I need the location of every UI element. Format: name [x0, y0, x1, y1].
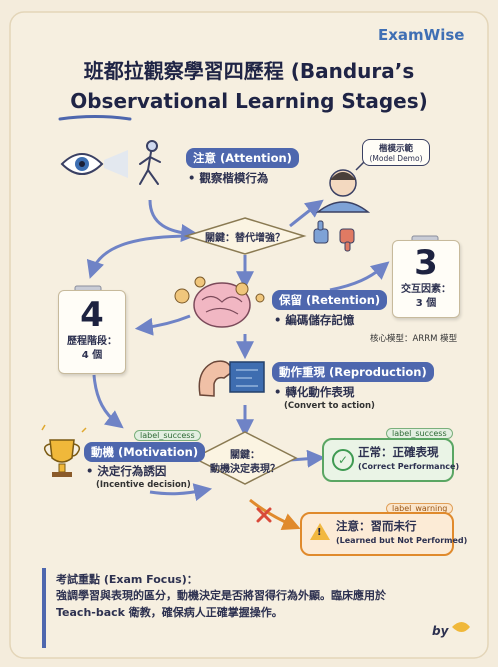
motivation-tag: label_success	[134, 430, 201, 441]
warning-triangle-icon	[310, 523, 330, 540]
interaction-factors-label: 交互因素：	[401, 284, 451, 295]
warning-title: 注意：習而未行	[336, 519, 417, 533]
model-demo-cn: 楷模示範	[378, 144, 413, 154]
normal-sub: (Correct Performance)	[358, 462, 460, 471]
attention-label: 注意 (Attention)	[186, 148, 299, 168]
reproduction-sub: (Convert to action)	[284, 401, 375, 411]
interaction-factors-number: 3	[414, 243, 438, 283]
warning-result-box: ! 注意：習而未行 (Learned but Not Performed)	[300, 512, 467, 556]
check-circle-icon: ✓	[332, 449, 354, 471]
key-motivation-line2: 動機決定表現？	[210, 464, 280, 475]
reproduction-label: 動作重現 (Reproduction)	[272, 362, 434, 382]
walking-person-icon	[139, 140, 161, 185]
process-stages-label: 歷程階段：	[67, 336, 117, 347]
warning-exclamation-icon: !	[317, 527, 322, 538]
interaction-factors-card: 3 交互因素： 3 個	[392, 240, 460, 318]
key-vicarious-reinforcement: 關鍵：替代增強？	[205, 233, 285, 244]
process-stages-number: 4	[80, 295, 104, 335]
page-title-line2: Observational Learning Stages)	[70, 89, 428, 113]
retention-label: 保留 (Retention)	[272, 290, 388, 310]
exam-focus-title: 考試重點 (Exam Focus)：	[56, 573, 198, 586]
model-demo-bubble: 楷模示範 (Model Demo)	[362, 139, 430, 166]
exam-focus-panel: 考試重點 (Exam Focus)： 強調學習與表現的區分，動機決定是否將習得行…	[42, 568, 466, 648]
interaction-factors-count: 3 個	[415, 298, 437, 309]
exam-focus-line1: 強調學習與表現的區分，動機決定是否將習得行為外顯。臨床應用於	[56, 589, 386, 602]
reproduction-bullet: • 轉化動作表現	[274, 385, 355, 399]
brain-icon	[174, 276, 265, 328]
motivation-sub: (Incentive decision)	[96, 480, 191, 490]
page-title-line1: 班都拉觀察學習四歷程 (Bandura’s	[83, 59, 415, 83]
key-motivation-line1: 關鍵：	[230, 450, 260, 461]
signature-doodle	[452, 622, 470, 632]
normal-result-box: ✓ 正常：正確表現 (Correct Performance)	[322, 438, 459, 482]
model-demo-person-icon	[315, 159, 371, 213]
eye-icon	[60, 150, 128, 178]
blueprint-icon	[229, 361, 265, 393]
arrm-model-caption: 核心模型：ARRM 模型	[370, 334, 458, 344]
motivation-label: 動機 (Motivation)	[84, 442, 206, 462]
warning-sub: (Learned but Not Performed)	[336, 536, 468, 545]
signature-text: by	[432, 624, 449, 638]
motivation-bullet: • 決定行為誘因	[86, 464, 167, 478]
red-x-icon	[256, 507, 272, 523]
process-stages-count: 4 個	[81, 350, 103, 361]
attention-bullet: • 觀察楷模行為	[188, 171, 269, 185]
thumbs-down-icon	[339, 228, 355, 252]
process-stages-card: 4 歷程階段： 4 個	[58, 290, 126, 374]
model-demo-en: (Model Demo)	[369, 154, 423, 163]
normal-title: 正常：正確表現	[358, 445, 439, 459]
thumbs-up-icon	[313, 220, 329, 244]
brand-logo-text: ExamWise	[378, 26, 465, 44]
exam-focus-line2: Teach-back 衛教，確保病人正確掌握操作。	[56, 606, 283, 619]
retention-bullet: • 編碼儲存記憶	[274, 313, 355, 327]
